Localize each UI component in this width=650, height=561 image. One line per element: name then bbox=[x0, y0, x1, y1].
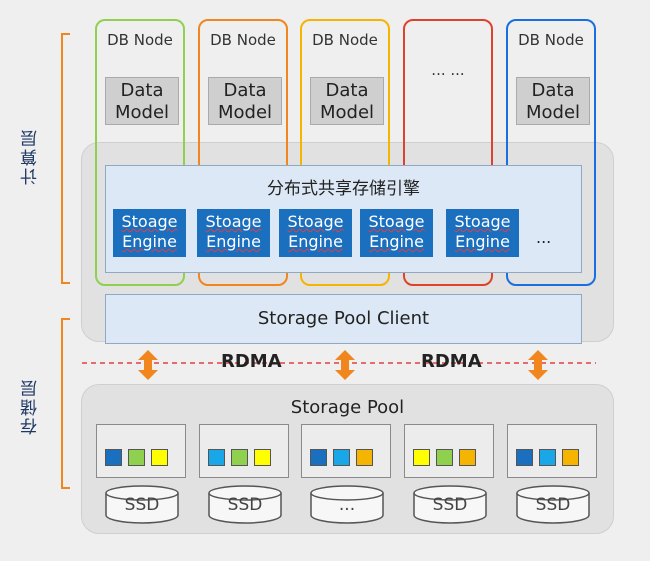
storage-pool-label: Storage Pool bbox=[290, 397, 405, 418]
db-node-title: DB Node bbox=[312, 31, 378, 49]
data-block bbox=[128, 449, 145, 466]
rdma-arrow-1 bbox=[138, 350, 158, 380]
compute-layer-label: 计算层 bbox=[21, 128, 41, 185]
layer-brackets bbox=[61, 33, 70, 489]
data-block bbox=[310, 449, 327, 466]
storage-unit-4 bbox=[404, 424, 494, 478]
rdma-label-2: RDMA bbox=[421, 351, 482, 372]
rdma-arrow-3 bbox=[528, 350, 548, 380]
rdma-connections bbox=[82, 350, 596, 380]
storage-pool-client: Storage Pool Client bbox=[105, 294, 582, 344]
data-block bbox=[333, 449, 350, 466]
data-block bbox=[105, 449, 122, 466]
rdma-label-1: RDMA bbox=[221, 351, 282, 372]
rdma-arrow-2 bbox=[335, 350, 355, 380]
data-block bbox=[254, 449, 271, 466]
engine-title: 分布式共享存储引擎 bbox=[267, 179, 420, 199]
data-block bbox=[413, 449, 430, 466]
storage-unit-2 bbox=[199, 424, 289, 478]
ssd-label: SSD bbox=[432, 495, 468, 515]
db-node-ellipsis: ... ... bbox=[403, 19, 493, 286]
storage-unit-1 bbox=[96, 424, 186, 478]
ssd-disk-icon bbox=[208, 485, 282, 524]
data-block bbox=[231, 449, 248, 466]
data-block bbox=[356, 449, 373, 466]
data-block bbox=[562, 449, 579, 466]
rdma-arrows bbox=[138, 350, 548, 380]
data-block bbox=[539, 449, 556, 466]
db-node-title: DB Node bbox=[210, 31, 276, 49]
data-block bbox=[459, 449, 476, 466]
compute-bracket bbox=[61, 33, 70, 284]
storage-unit-5 bbox=[507, 424, 597, 478]
ssd-disk-icon bbox=[310, 485, 384, 524]
data-block bbox=[208, 449, 225, 466]
storage-unit-3 bbox=[301, 424, 391, 478]
ssd-disk-icon bbox=[516, 485, 590, 524]
ssd-disk-icon bbox=[413, 485, 487, 524]
ssd-label: SSD bbox=[124, 495, 160, 515]
db-node-title: DB Node bbox=[518, 31, 584, 49]
data-block bbox=[516, 449, 533, 466]
engine-more: ... bbox=[536, 228, 552, 247]
storage-layer-label: 存储层 bbox=[21, 378, 41, 435]
ssd-label: SSD bbox=[227, 495, 263, 515]
data-block bbox=[151, 449, 168, 466]
ssd-label: SSD bbox=[535, 495, 571, 515]
ssd-label: ... bbox=[338, 495, 356, 515]
data-block bbox=[436, 449, 453, 466]
ssd-disk-icon bbox=[105, 485, 179, 524]
db-node-title: DB Node bbox=[107, 31, 173, 49]
db-node-ellipsis-label: ... ... bbox=[431, 61, 465, 79]
storage-bracket bbox=[61, 318, 70, 489]
